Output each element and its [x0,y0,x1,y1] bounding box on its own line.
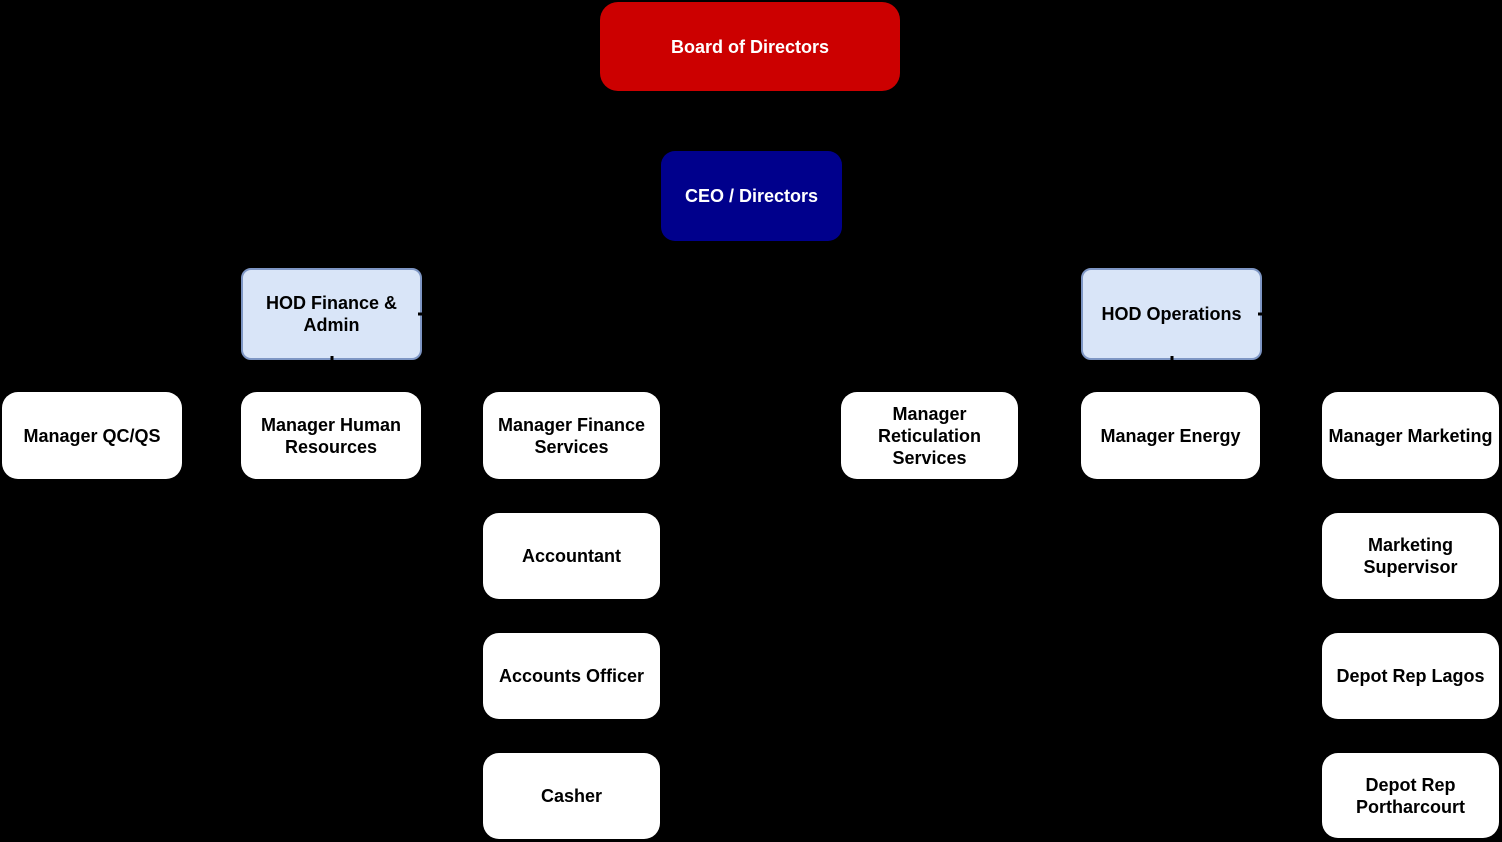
node-manager-finance-services: Manager Finance Services [483,392,660,479]
node-accounts-officer: Accounts Officer [483,633,660,719]
node-manager-marketing: Manager Marketing [1322,392,1499,479]
node-label: Manager Human Resources [260,414,402,457]
node-label: Board of Directors [670,36,830,57]
node-label: Manager Finance Services [497,414,646,457]
node-label: HOD Finance & Admin [265,293,398,335]
node-label: Accounts Officer [498,666,645,686]
node-label: Manager QC/QS [23,425,161,446]
node-marketing-supervisor: Marketing Supervisor [1322,513,1499,599]
node-label: Accountant [522,546,621,566]
node-casher: Casher [483,753,660,839]
connector-stub [1170,356,1173,360]
node-manager-qcqs: Manager QC/QS [2,392,182,479]
node-accountant: Accountant [483,513,660,599]
node-label: CEO / Directors [684,186,819,206]
node-label: Marketing Supervisor [1363,535,1458,577]
node-label: Depot Rep Portharcourt [1355,774,1465,817]
node-manager-human-resources: Manager Human Resources [241,392,421,479]
node-depot-rep-portharcourt: Depot Rep Portharcourt [1322,753,1499,838]
node-manager-energy: Manager Energy [1081,392,1260,479]
node-label: Manager Reticulation Services [877,403,981,468]
node-hod-operations: HOD Operations [1081,268,1262,360]
node-manager-reticulation-services: Manager Reticulation Services [841,392,1018,479]
node-label: Manager Marketing [1328,425,1493,446]
node-depot-rep-lagos: Depot Rep Lagos [1322,633,1499,719]
node-label: HOD Operations [1101,304,1242,324]
connector-stub [1258,312,1262,316]
node-label: Casher [540,786,603,806]
connector-stub [330,356,333,360]
node-hod-finance-admin: HOD Finance & Admin [241,268,422,360]
node-label: Depot Rep Lagos [1336,666,1485,686]
node-ceo-directors: CEO / Directors [661,151,842,241]
connector-stub [418,312,422,316]
node-label: Manager Energy [1100,425,1241,446]
node-board-of-directors: Board of Directors [600,2,900,91]
